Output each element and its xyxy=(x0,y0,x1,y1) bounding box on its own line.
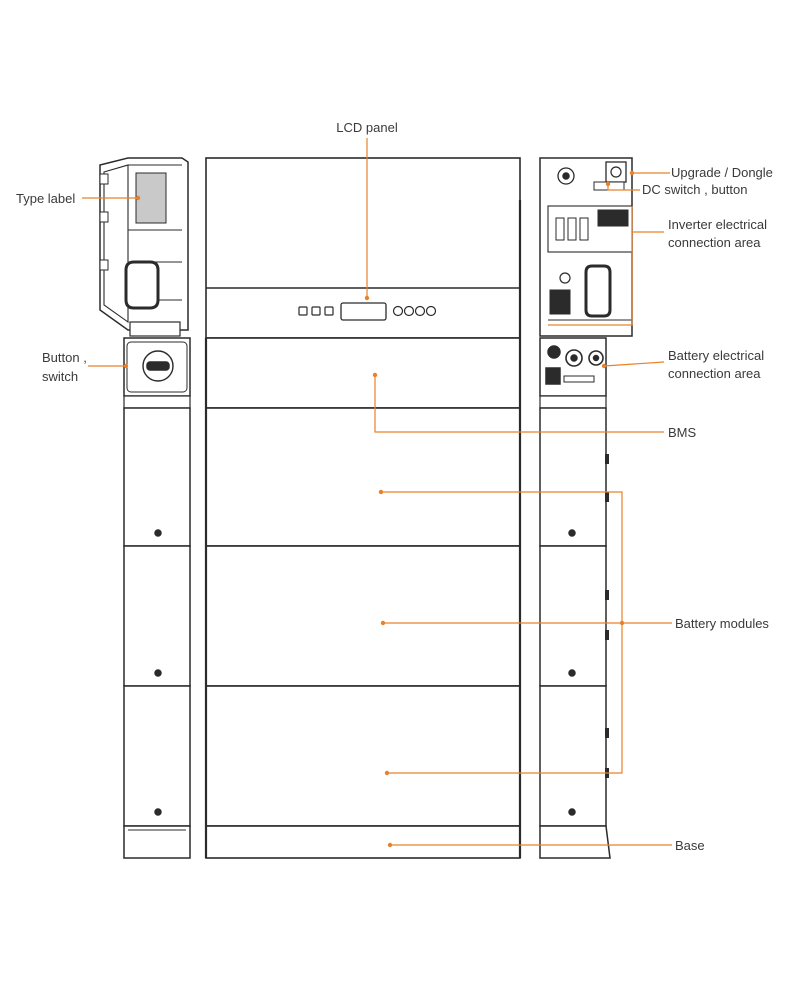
label-type-label: Type label xyxy=(16,191,75,206)
battery-module-1 xyxy=(205,407,521,547)
battery-module-2 xyxy=(205,545,521,687)
label-upgrade-dongle: Upgrade / Dongle xyxy=(671,165,773,180)
type-label-plate xyxy=(135,172,167,224)
label-button-switch-2: switch xyxy=(42,369,78,384)
label-dc-switch-button: DC switch , button xyxy=(642,182,748,197)
label-lcd-panel: LCD panel xyxy=(336,120,398,135)
label-inverter-area-1: Inverter electrical xyxy=(668,217,767,232)
battery-module-3 xyxy=(205,685,521,827)
front-view xyxy=(204,157,522,859)
left-side-view xyxy=(99,157,191,859)
label-base: Base xyxy=(675,838,705,853)
label-battery-area-1: Battery electrical xyxy=(668,348,764,363)
right-side-view xyxy=(539,157,633,859)
leader-dots xyxy=(123,170,635,848)
label-bms: BMS xyxy=(668,425,697,440)
label-battery-area-2: connection area xyxy=(668,366,761,381)
leader-lines xyxy=(82,138,672,846)
label-button-switch-1: Button , xyxy=(42,350,87,365)
label-inverter-area-2: connection area xyxy=(668,235,761,250)
lcd-left-buttons xyxy=(298,306,334,316)
bms-front xyxy=(205,337,521,409)
lcd-screen xyxy=(340,302,387,321)
base-front xyxy=(205,825,521,859)
label-battery-modules: Battery modules xyxy=(675,616,769,631)
battery-connection-area xyxy=(539,337,607,397)
lcd-right-buttons xyxy=(392,305,437,317)
